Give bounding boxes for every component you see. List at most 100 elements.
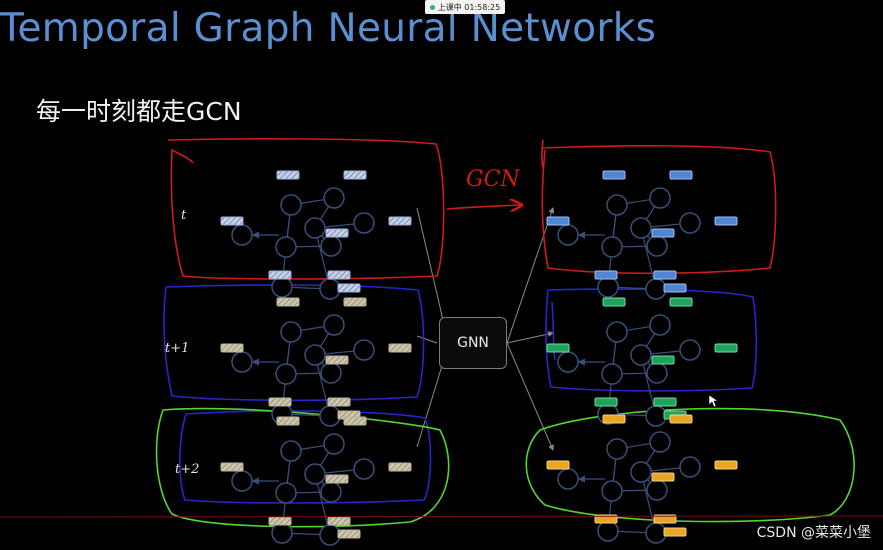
time-label-t-plus-1: t+1 [165, 341, 189, 356]
gcn-annotation: GCN [446, 167, 520, 209]
feature-vector [337, 529, 361, 539]
graph-node-icon [319, 278, 341, 300]
graph-panel [220, 297, 412, 427]
connector-line [416, 207, 447, 334]
graph-node-icon [679, 456, 701, 478]
feature-vector [343, 297, 367, 307]
graph-node-icon [280, 321, 302, 343]
graph-node-icon [353, 458, 375, 480]
graph-node-icon [271, 276, 293, 298]
graph-node-icon [319, 405, 341, 427]
feature-vector [327, 270, 351, 280]
feature-vector [651, 355, 675, 365]
outline-stroke [179, 410, 432, 504]
gnn-box: GNN [439, 317, 507, 369]
graph-node-icon [320, 481, 342, 503]
graph-node-icon [646, 235, 668, 257]
graph-node-icon [275, 363, 297, 385]
graph-node-icon [645, 278, 667, 300]
feature-vector [669, 297, 693, 307]
time-label-t: t [181, 208, 187, 223]
feature-vector [653, 397, 677, 407]
graph-node-icon [323, 433, 345, 455]
feature-vector [325, 228, 349, 238]
connector-line [506, 342, 554, 451]
bottom-rule [0, 515, 883, 518]
graph-node-icon [353, 339, 375, 361]
feature-vector [268, 516, 292, 526]
gcn-note: GCN [466, 167, 520, 192]
graph-node-icon [606, 194, 628, 216]
feature-vector [220, 343, 244, 353]
feature-vector [594, 397, 618, 407]
feature-vector [388, 462, 412, 472]
status-text: 上课中 01:58:25 [437, 2, 501, 12]
graph-node-icon [280, 440, 302, 462]
graph-node-icon [304, 344, 326, 366]
graph-node-icon [304, 217, 326, 239]
graph-node-icon [557, 224, 579, 246]
graph-node-icon [323, 314, 345, 336]
feature-vector [651, 472, 675, 482]
graph-node-icon [601, 363, 623, 385]
feature-vector [602, 170, 626, 180]
graph-panel [220, 416, 412, 546]
connector-line [416, 352, 447, 448]
graph-node-icon [231, 470, 253, 492]
graph-node-icon [597, 276, 619, 298]
feature-vector [388, 343, 412, 353]
time-label-t-plus-2: t+2 [175, 462, 199, 477]
graph-panels [220, 170, 738, 546]
graph-node-icon [630, 344, 652, 366]
feature-vector [546, 343, 570, 353]
slide-subtitle: 每一时刻都走GCN [36, 97, 242, 126]
feature-vector [325, 355, 349, 365]
feature-vector [276, 297, 300, 307]
graph-node-icon [231, 351, 253, 373]
graph-node-icon [645, 405, 667, 427]
graph-node-icon [606, 438, 628, 460]
graph-node-icon [319, 524, 341, 546]
graph-node-icon [353, 212, 375, 234]
feature-vector [388, 216, 412, 226]
feature-vector [602, 297, 626, 307]
graph-node-icon [630, 461, 652, 483]
feature-vector [276, 416, 300, 426]
connector-line [506, 207, 555, 344]
graph-node-icon [271, 522, 293, 544]
outline-stroke [167, 138, 445, 280]
feature-vector [653, 270, 677, 280]
feature-vector [327, 516, 351, 526]
outline-stroke [541, 139, 777, 275]
graph-node-icon [320, 235, 342, 257]
feature-vector [714, 460, 738, 470]
recording-status: 上课中 01:58:25 [425, 0, 505, 14]
feature-vector [546, 216, 570, 226]
feature-vector [343, 170, 367, 180]
feature-vector [220, 462, 244, 472]
feature-vector [669, 170, 693, 180]
graph-node-icon [280, 194, 302, 216]
graph-node-icon [679, 212, 701, 234]
graph-node-icon [649, 314, 671, 336]
feature-vector [594, 270, 618, 280]
gnn-label: GNN [457, 335, 489, 351]
feature-vector [663, 283, 687, 293]
graph-panel [220, 170, 412, 300]
graph-node-icon [649, 187, 671, 209]
feature-vector [714, 216, 738, 226]
graph-node-icon [646, 479, 668, 501]
graph-panel [546, 414, 738, 544]
graph-node-icon [597, 520, 619, 542]
feature-vector [325, 474, 349, 484]
connector-line [416, 335, 438, 344]
watermark: CSDN @菜菜小堡 [756, 525, 871, 541]
gnn-connectors [416, 207, 555, 451]
feature-vector [220, 216, 244, 226]
feature-vector [602, 414, 626, 424]
graph-node-icon [323, 187, 345, 209]
graph-node-icon [646, 362, 668, 384]
feature-vector [268, 270, 292, 280]
